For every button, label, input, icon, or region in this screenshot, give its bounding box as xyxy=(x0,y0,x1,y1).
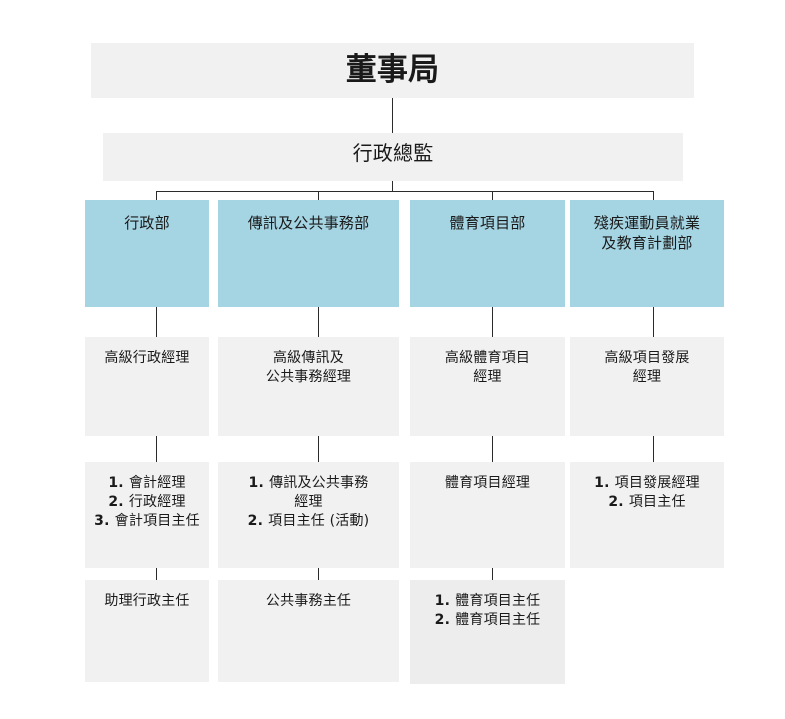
staff-list-item: 公共事務主任 xyxy=(266,592,351,611)
connector-executive-drop-2 xyxy=(318,191,319,200)
staff-list-item: 3. 會計項目主任 xyxy=(94,512,200,531)
staff-list-item-number: 1. xyxy=(434,593,456,609)
connector-senior-2-to-manager xyxy=(318,436,319,462)
staff-list-item-label: 傳訊及公共事務 經理 xyxy=(269,475,369,510)
connector-department-2-to-senior xyxy=(318,307,319,337)
node-officer-assistant-administration[interactable]: 助理行政主任 xyxy=(85,580,209,682)
connector-executive-stem xyxy=(392,181,393,191)
staff-list-item-label: 體育項目經理 xyxy=(444,475,531,491)
staff-list: 助理行政主任 xyxy=(104,592,189,611)
connector-department-1-to-senior xyxy=(156,307,157,337)
connector-department-3-to-senior xyxy=(492,307,493,337)
connector-manager-1-to-officer xyxy=(156,568,157,580)
node-executive-director[interactable]: 行政總監 xyxy=(103,133,683,181)
staff-list-item-label: 會計經理 xyxy=(128,475,186,491)
staff-list-item: 2. 項目主任 xyxy=(594,493,700,512)
staff-list-item-label: 體育項目主任 xyxy=(455,593,541,609)
staff-list-item: 1. 體育項目主任 xyxy=(435,592,541,611)
node-senior-communications-public-affairs-manager[interactable]: 高級傳訊及 公共事務經理 xyxy=(218,337,399,436)
connector-board-to-executive xyxy=(392,98,393,133)
staff-list-item: 1. 傳訊及公共事務 經理 xyxy=(248,474,370,512)
staff-list-item-label: 體育項目主任 xyxy=(455,611,541,628)
node-department-communications-public-affairs[interactable]: 傳訊及公共事務部 xyxy=(218,200,399,307)
node-board[interactable]: 董事局 xyxy=(91,43,694,98)
staff-list: 公共事務主任 xyxy=(266,592,351,611)
connector-manager-2-to-officer xyxy=(318,568,319,580)
staff-list: 體育項目經理 xyxy=(445,474,530,493)
node-department-administration[interactable]: 行政部 xyxy=(85,200,209,307)
node-senior-administration-manager[interactable]: 高級行政經理 xyxy=(85,337,209,436)
staff-list-item: 1. 項目發展經理 xyxy=(594,474,700,493)
node-department-sports-programmes[interactable]: 體育項目部 xyxy=(410,200,565,307)
staff-list-item: 2. 項目主任 (活動) xyxy=(248,512,370,531)
staff-list-item-label: 會計項目主任 xyxy=(114,512,200,529)
staff-list-item: 2. 體育項目主任 xyxy=(435,611,541,630)
staff-list-item: 2. 行政經理 xyxy=(94,493,200,512)
node-managers-sports-programme[interactable]: 體育項目經理 xyxy=(410,462,565,568)
connector-senior-3-to-manager xyxy=(492,436,493,462)
staff-list-item: 助理行政主任 xyxy=(104,592,189,611)
connector-executive-bus xyxy=(156,191,653,192)
connector-executive-drop-4 xyxy=(653,191,654,200)
connector-manager-3-to-officer xyxy=(492,568,493,580)
staff-list-item-label: 項目主任 xyxy=(628,493,686,510)
connector-department-4-to-senior xyxy=(653,307,654,337)
connector-senior-1-to-manager xyxy=(156,436,157,462)
staff-list-item: 1. 會計經理 xyxy=(94,474,200,493)
staff-list-item-label: 項目主任 (活動) xyxy=(268,512,370,529)
node-senior-sports-programme-manager[interactable]: 高級體育項目 經理 xyxy=(410,337,565,436)
staff-list-item-number: 2. xyxy=(247,512,269,529)
node-officer-public-affairs[interactable]: 公共事務主任 xyxy=(218,580,399,682)
staff-list-item-number: 2. xyxy=(608,493,629,510)
node-department-athlete-employment-education[interactable]: 殘疾運動員就業 及教育計劃部 xyxy=(570,200,724,307)
staff-list-item-number: 1. xyxy=(248,475,270,491)
staff-list-item-number: 1. xyxy=(108,475,129,491)
connector-senior-4-to-manager xyxy=(653,436,654,462)
node-senior-programme-development-manager[interactable]: 高級項目發展 經理 xyxy=(570,337,724,436)
staff-list-item-number: 3. xyxy=(94,512,115,529)
staff-list-item-number: 1. xyxy=(594,475,615,491)
staff-list-item-label: 項目發展經理 xyxy=(614,475,700,491)
staff-list-item-number: 2. xyxy=(108,493,129,510)
staff-list-item-label: 行政經理 xyxy=(128,493,186,510)
staff-list-item: 體育項目經理 xyxy=(445,474,530,493)
staff-list-item-label: 公共事務主任 xyxy=(265,593,352,609)
connector-executive-drop-1 xyxy=(156,191,157,200)
staff-list-item-number: 2. xyxy=(434,611,456,628)
staff-list-item-label: 助理行政主任 xyxy=(104,593,190,609)
connector-executive-drop-3 xyxy=(492,191,493,200)
